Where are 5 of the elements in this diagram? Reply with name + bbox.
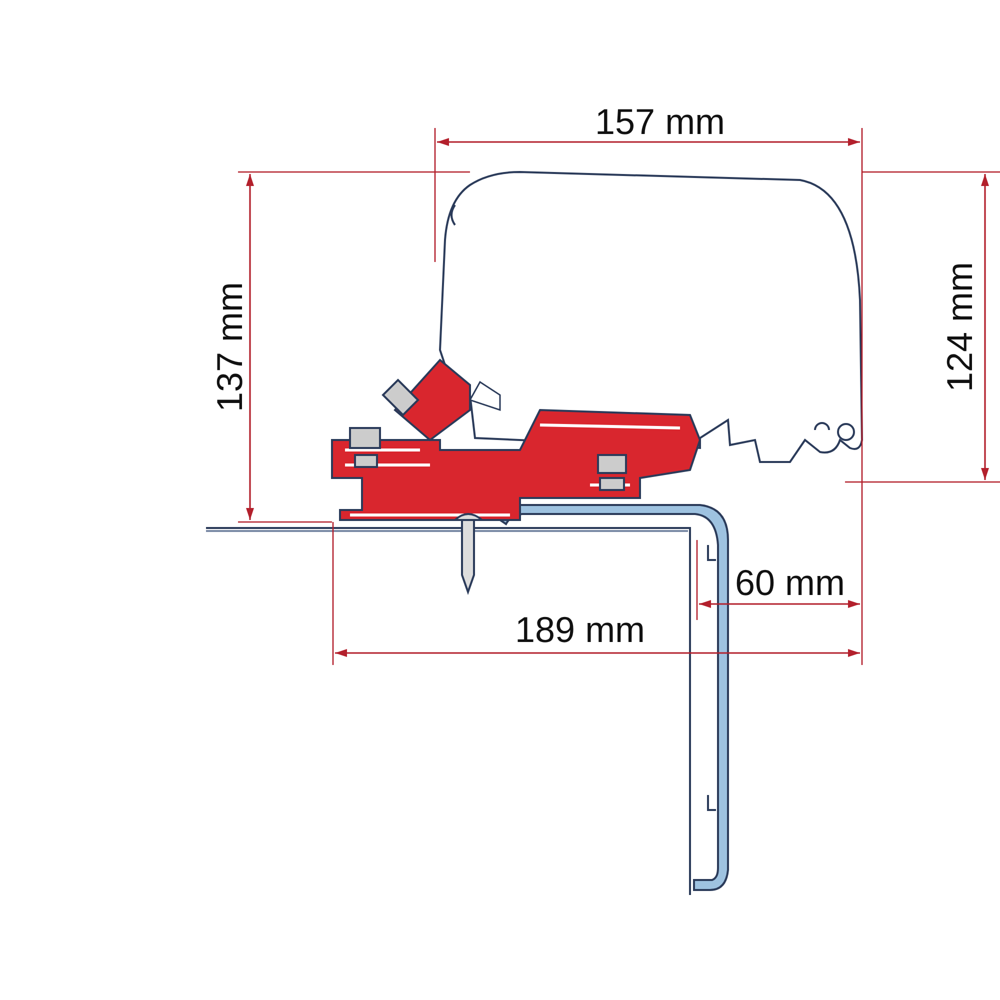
dimension-label: 189 mm bbox=[515, 612, 646, 648]
dimension-label: 137 mm bbox=[212, 282, 248, 412]
dimension-label: 124 mm bbox=[942, 262, 978, 392]
dimension-label: 60 mm bbox=[735, 565, 846, 601]
dimension-label: 157 mm bbox=[595, 104, 726, 140]
